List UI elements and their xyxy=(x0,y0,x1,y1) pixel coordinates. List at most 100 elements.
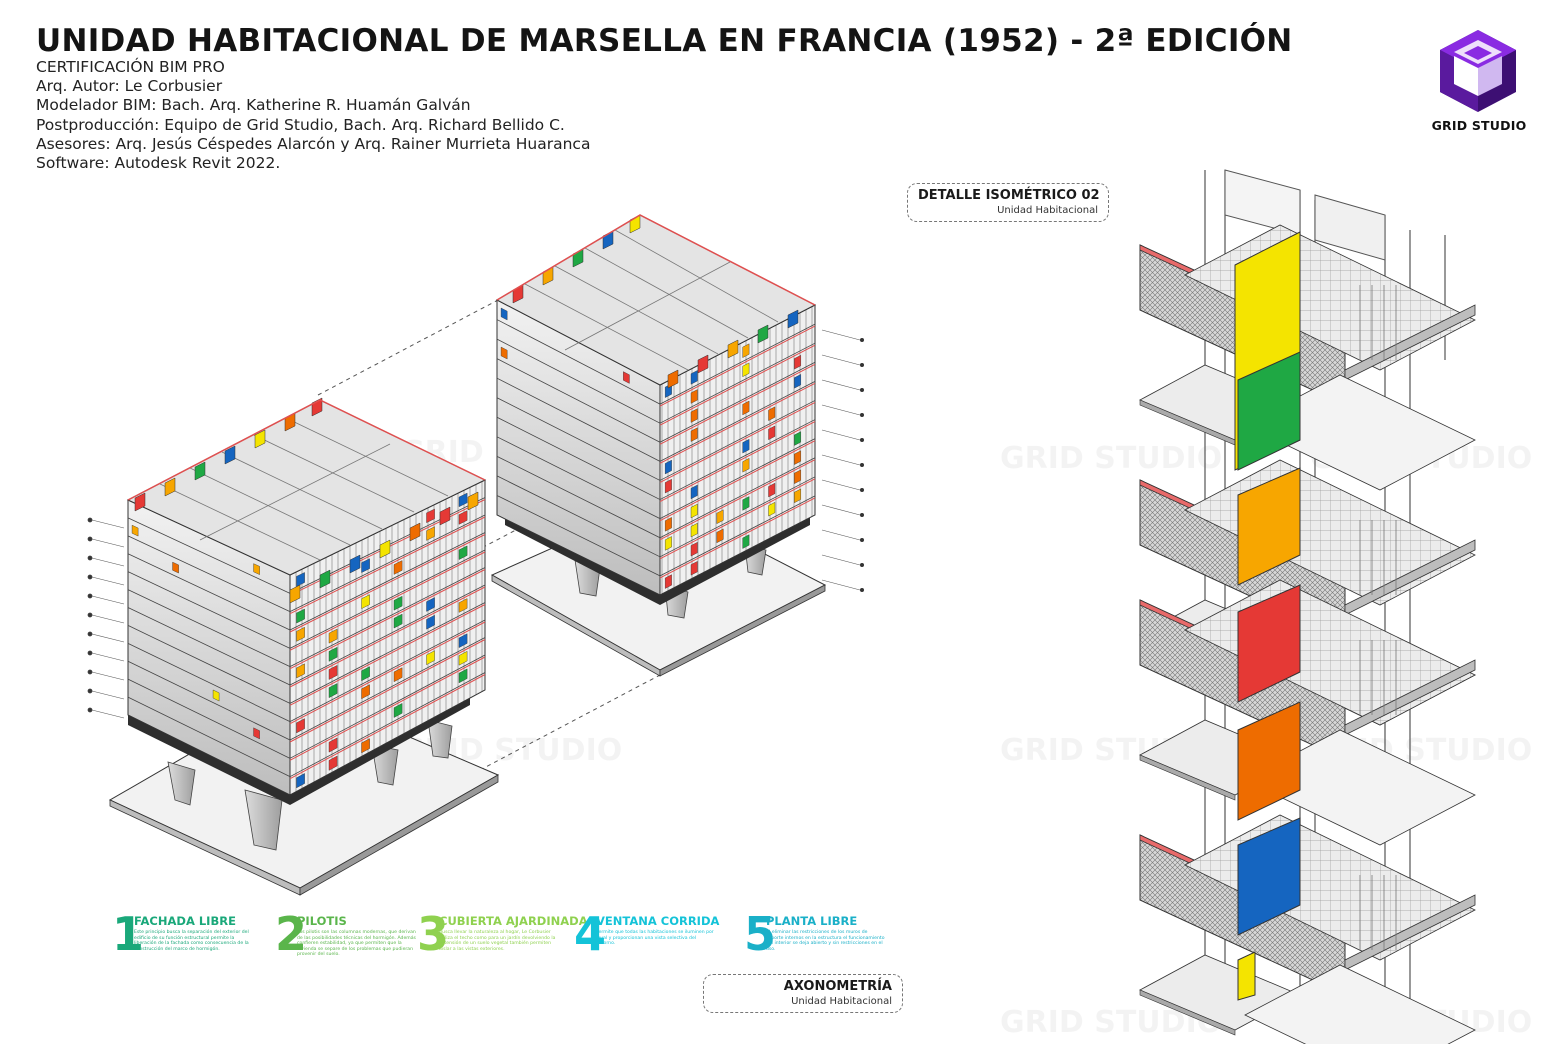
loggia-color-panel xyxy=(794,450,801,465)
railing-line xyxy=(289,656,486,761)
floor-line xyxy=(659,400,816,481)
level-marker xyxy=(860,388,864,392)
slab-edge xyxy=(1344,659,1476,736)
logo-text: GRID STUDIO xyxy=(1431,118,1527,133)
principle-title: PILOTIS xyxy=(297,914,347,928)
floor-line xyxy=(127,535,291,613)
loggia-color-panel xyxy=(794,488,801,504)
loggia-color-panel xyxy=(296,572,305,587)
level-leader xyxy=(821,354,861,366)
level-marker xyxy=(860,413,864,417)
floor-line xyxy=(659,476,816,558)
railing-line xyxy=(289,569,486,670)
roof-color-tab xyxy=(224,445,236,465)
level-marker xyxy=(87,688,93,694)
floor-line xyxy=(289,602,486,704)
loggia-color-panel xyxy=(768,482,776,498)
roof-color-tab xyxy=(467,491,479,511)
header: UNIDAD HABITACIONAL DE MARSELLA EN FRANC… xyxy=(36,22,1296,173)
floor-line xyxy=(289,584,486,686)
railing-line xyxy=(659,459,816,541)
principle-fachada-libre: 1 FACHADA LIBRE Este principio busca la … xyxy=(112,908,262,972)
railing-line xyxy=(289,604,486,706)
level-leader xyxy=(821,529,861,541)
floor-line xyxy=(496,377,661,462)
cube-logo-icon xyxy=(1440,30,1516,112)
floor-line xyxy=(127,589,291,668)
loggia-color-panel xyxy=(328,683,338,699)
level-marker xyxy=(87,707,93,713)
floor-line xyxy=(289,619,486,723)
loggia-color-panel xyxy=(393,560,403,575)
principle-number: 1 xyxy=(112,907,145,961)
loggia-color-panel xyxy=(458,492,468,508)
level-marker xyxy=(860,513,864,517)
loggia-color-panel xyxy=(296,608,305,624)
roof-color-tab xyxy=(667,369,679,389)
level-leader xyxy=(821,479,861,491)
level-leader xyxy=(91,671,125,681)
loggia-color-panel xyxy=(690,408,698,423)
floor-line xyxy=(496,358,661,443)
loggia-color-panel xyxy=(361,558,370,573)
loggia-color-panel xyxy=(664,517,672,532)
level-marker xyxy=(860,588,864,592)
loggia-color-panel xyxy=(664,459,672,475)
railing-line xyxy=(659,325,816,407)
upper-slab xyxy=(1244,374,1476,491)
loggia-color-panel xyxy=(458,598,468,613)
level-leader xyxy=(91,652,125,662)
loggia-color-panel xyxy=(328,755,338,771)
level-marker xyxy=(87,669,93,675)
level-marker xyxy=(860,363,864,367)
level-leader xyxy=(821,329,861,341)
slab-edge xyxy=(1344,304,1476,381)
level-marker xyxy=(860,563,864,567)
loggia-color-panel xyxy=(623,371,630,384)
level-marker xyxy=(87,574,93,580)
loggia-color-panel xyxy=(664,478,672,494)
roof-color-tab xyxy=(697,354,709,374)
loggia-color-panel xyxy=(393,703,403,718)
loggia-color-panel xyxy=(742,534,750,549)
lower-slab-edge xyxy=(1139,989,1236,1036)
level-marker xyxy=(860,488,864,492)
principle-pilotis: 2 PILOTIS Los pilotis son las columnas m… xyxy=(275,908,420,972)
level-leader xyxy=(821,429,861,441)
building-axonometric-left xyxy=(87,397,500,896)
level-leader xyxy=(821,379,861,391)
loggia-color-panel xyxy=(742,496,750,511)
loggia-color-panel xyxy=(296,718,305,734)
railing-line xyxy=(659,344,816,426)
railing-line xyxy=(659,382,816,464)
railing-line xyxy=(289,621,486,725)
label-axonometria: AXONOMETRÍA Unidad Habitacional xyxy=(703,974,903,1013)
loggia-color-panel xyxy=(768,501,776,517)
level-leader xyxy=(91,557,125,567)
level-leader xyxy=(821,504,861,516)
roof-color-tab xyxy=(757,324,769,344)
railing-line xyxy=(289,534,486,633)
loggia-color-panel xyxy=(716,528,724,544)
principle-description: Permite que todas las habitaciones se il… xyxy=(596,930,714,947)
loggia-color-panel xyxy=(458,545,468,560)
loggia-color-panel xyxy=(393,613,403,629)
principle-description: Busca llevar la naturaleza al hogar, Le … xyxy=(439,930,556,952)
isometric-detail xyxy=(1139,169,1476,1044)
roof-color-tab xyxy=(349,554,361,574)
upper-slab xyxy=(1244,964,1476,1044)
principle-title: PLANTA LIBRE xyxy=(766,914,858,928)
floor-line xyxy=(127,517,291,594)
railing-line xyxy=(289,551,486,651)
loggia-color-panel xyxy=(458,633,468,648)
loggia-color-panel xyxy=(458,510,468,525)
credit-software: Software: Autodesk Revit 2022. xyxy=(36,154,281,173)
principle-title: CUBIERTA AJARDINADA xyxy=(439,914,588,928)
level-leader xyxy=(821,454,861,466)
floor-line xyxy=(289,654,486,759)
loggia-color-panel xyxy=(426,508,435,524)
level-marker xyxy=(87,612,93,618)
floor-line xyxy=(289,549,486,649)
floor-line xyxy=(659,419,816,500)
level-marker xyxy=(860,438,864,442)
